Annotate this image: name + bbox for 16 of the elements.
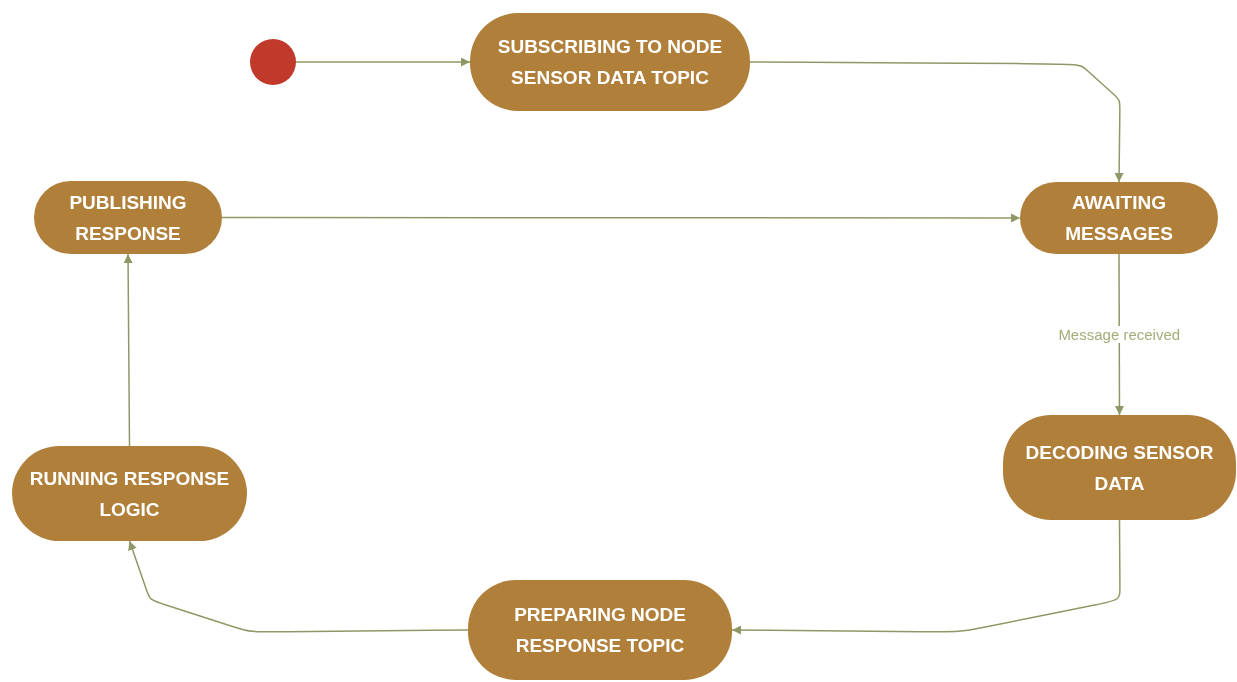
state-label: SUBSCRIBING TO NODE SENSOR DATA TOPIC xyxy=(496,35,724,90)
state-label: PUBLISHING RESPONSE xyxy=(68,190,188,246)
arrow xyxy=(123,253,133,447)
state-label: DECODING SENSOR DATA xyxy=(1024,440,1215,496)
arrow xyxy=(128,540,469,633)
start-circle xyxy=(250,39,296,85)
state-label: RUNNING RESPONSE LOGIC xyxy=(28,466,231,522)
arrow xyxy=(749,61,1124,183)
state-label: AWAITING MESSAGES xyxy=(1064,191,1174,246)
edge-label: Message received xyxy=(1056,326,1183,343)
arrow xyxy=(731,519,1121,635)
arrow xyxy=(1114,253,1124,416)
state-box xyxy=(1003,415,1236,520)
arrow xyxy=(221,213,1021,223)
arrow xyxy=(295,57,471,67)
state-label: PREPARING NODE RESPONSE TOPIC xyxy=(513,603,687,658)
